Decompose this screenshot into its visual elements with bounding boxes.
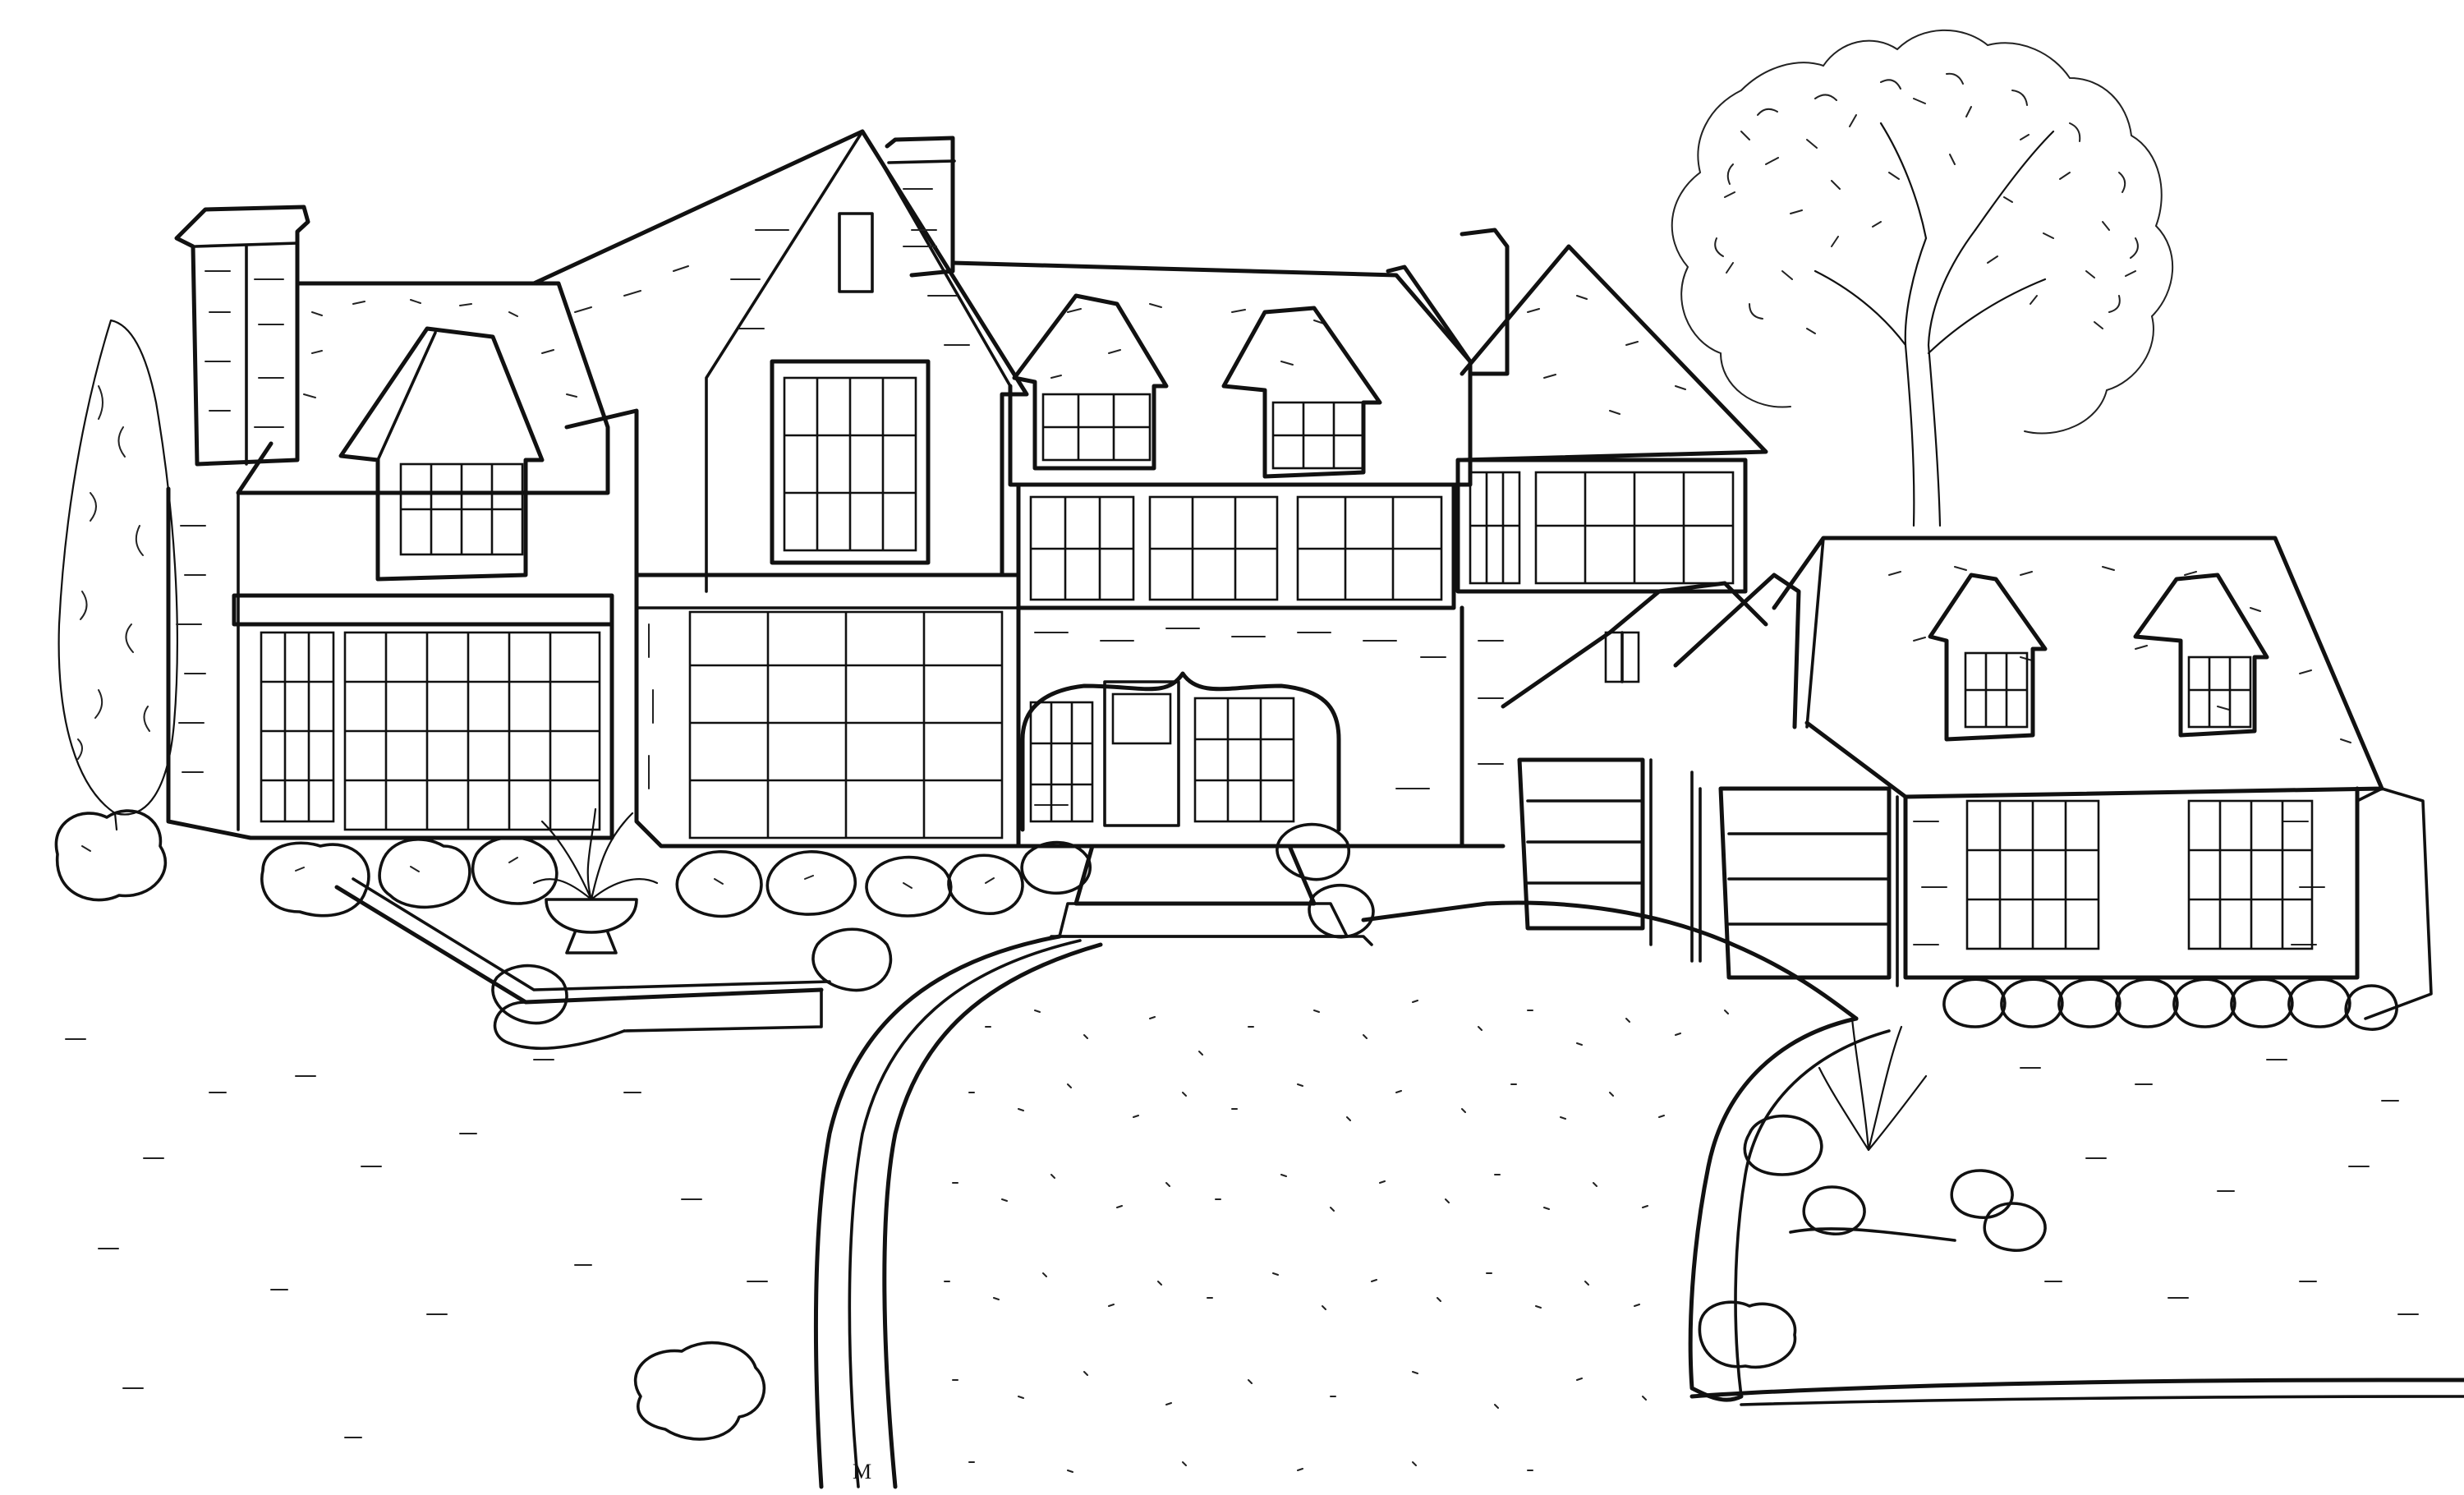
- front-steps: [1050, 844, 1373, 946]
- driveway: [813, 900, 2464, 1489]
- middle-roof: [950, 260, 1473, 487]
- middle-dormer-left: [1012, 293, 1169, 471]
- garden-urn: [532, 807, 659, 954]
- garage-door-right: [1699, 786, 1899, 987]
- lawn-texture: [65, 1038, 2419, 1438]
- left-terrace: [334, 877, 831, 1050]
- central-upper-window: [770, 359, 931, 565]
- signature-mark: M: [853, 1460, 871, 1484]
- right-wing: [1386, 228, 1768, 594]
- central-chimney: [885, 136, 956, 278]
- central-gable: [531, 129, 1029, 593]
- left-chimney: [174, 205, 310, 467]
- main-house: [166, 129, 1768, 849]
- right-middle-wall: [1460, 581, 1768, 849]
- middle-dormer-right: [1221, 306, 1382, 479]
- garage-wing: [1517, 536, 2433, 1020]
- specimen-planting: [1698, 1017, 2047, 1369]
- garage-dormer-right: [2133, 573, 2269, 738]
- background-tree: [1671, 29, 2173, 527]
- entry-arch: [1020, 671, 1341, 832]
- left-dormer: [338, 326, 545, 582]
- central-bay-window: [634, 573, 1021, 849]
- garage-door-left: [1517, 757, 1694, 963]
- garage-dormer-left: [1928, 573, 2048, 742]
- middle-facade: [1016, 482, 1464, 849]
- foundation-shrubs: [54, 809, 2398, 1031]
- artist-signature: M: [853, 1460, 871, 1484]
- foreground-shrub: [634, 1341, 766, 1441]
- cypress-tree: [57, 319, 178, 831]
- left-wing-facade: [166, 486, 614, 840]
